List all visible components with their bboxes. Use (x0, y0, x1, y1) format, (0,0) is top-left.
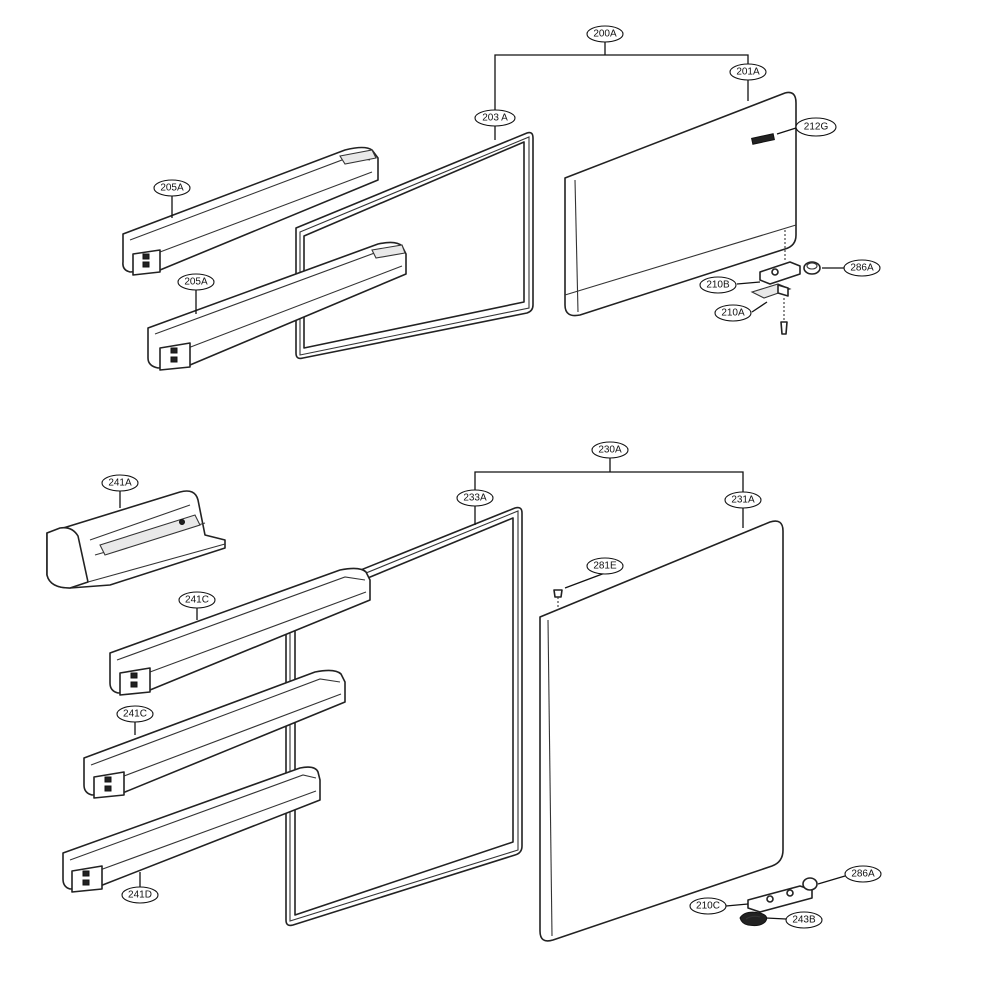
top-basket-lower-205A (147, 241, 407, 371)
dairy-box-241A (46, 490, 226, 589)
svg-text:286A: 286A (850, 263, 874, 274)
svg-text:233A: 233A (463, 493, 487, 504)
svg-text:210A: 210A (721, 308, 745, 319)
label-286A-top: 286A (843, 259, 881, 277)
logo-badge-icon (751, 133, 775, 145)
label-205A-lower: 205A (177, 273, 215, 291)
svg-text:212G: 212G (804, 122, 829, 133)
svg-text:210C: 210C (696, 901, 720, 912)
svg-text:286A: 286A (851, 869, 875, 880)
svg-text:200A: 200A (593, 29, 617, 40)
top-leader-lines (171, 42, 844, 314)
bottom-leader-lines (119, 458, 846, 920)
svg-text:241D: 241D (128, 890, 152, 901)
svg-text:241A: 241A (108, 478, 132, 489)
label-241A: 241A (101, 474, 139, 492)
svg-text:231A: 231A (731, 495, 755, 506)
top-door-201A (564, 91, 797, 317)
svg-text:281E: 281E (593, 561, 617, 572)
label-210C: 210C (689, 897, 727, 915)
top-basket-upper-205A (122, 146, 379, 276)
bottom-hinge-parts (739, 877, 818, 927)
cap-screw-281E (553, 589, 563, 610)
label-200A: 200A (586, 25, 624, 43)
label-286A-bottom: 286A (844, 865, 882, 883)
label-243B: 243B (785, 911, 823, 929)
label-201A: 201A (729, 63, 767, 81)
label-241C-1: 241C (178, 591, 216, 609)
svg-text:203 A: 203 A (482, 113, 508, 124)
bottom-basket-241C-2 (83, 669, 346, 799)
svg-text:201A: 201A (736, 67, 760, 78)
label-212G: 212G (795, 117, 837, 137)
svg-text:241C: 241C (185, 595, 209, 606)
bottom-basket-241C-1 (109, 567, 371, 696)
bottom-basket-241D (62, 766, 321, 893)
bottom-gasket-233A (285, 506, 523, 927)
svg-text:241C: 241C (123, 709, 147, 720)
top-hinge-parts (750, 261, 821, 335)
bottom-door-231A (539, 520, 784, 942)
svg-text:210B: 210B (706, 280, 730, 291)
svg-text:205A: 205A (160, 183, 184, 194)
top-gasket-203A (295, 131, 534, 360)
label-205A-upper: 205A (153, 179, 191, 197)
svg-text:243B: 243B (792, 915, 816, 926)
label-230A: 230A (591, 441, 629, 459)
label-231A: 231A (724, 491, 762, 509)
label-241C-2: 241C (116, 705, 154, 723)
svg-text:230A: 230A (598, 445, 622, 456)
label-241D: 241D (121, 886, 159, 904)
label-233A: 233A (456, 489, 494, 507)
label-203A: 203 A (474, 109, 516, 127)
label-210B: 210B (699, 276, 737, 294)
svg-text:205A: 205A (184, 277, 208, 288)
label-210A: 210A (714, 304, 752, 322)
label-281E: 281E (586, 557, 624, 575)
